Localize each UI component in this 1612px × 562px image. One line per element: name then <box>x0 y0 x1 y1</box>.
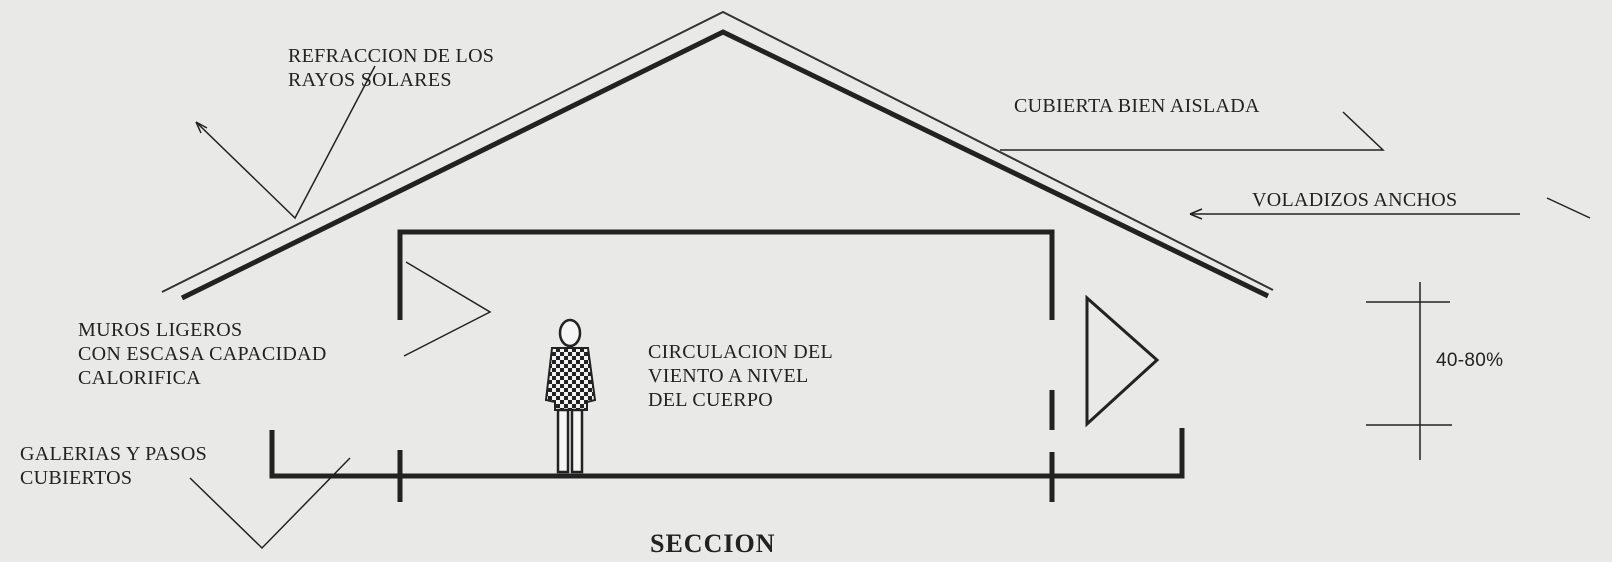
refraction-label-line1: REFRACCION DE LOS <box>288 45 495 67</box>
roof-label: CUBIERTA BIEN AISLADA <box>1014 95 1260 117</box>
wind-label-line3: DEL CUERPO <box>648 389 774 411</box>
roof <box>161 10 1274 301</box>
wind-triangle-icon <box>1085 294 1160 428</box>
walls-leader <box>403 261 492 357</box>
overhangs-label: VOLADIZOS ANCHOS <box>1252 189 1458 211</box>
human-figure-icon <box>544 318 597 474</box>
galleries-leader <box>189 457 351 550</box>
interior-walls <box>397 229 1055 430</box>
walls-label-line1: MUROS LIGEROS <box>78 319 243 341</box>
roof-leader <box>1000 111 1385 151</box>
wind-label-line1: CIRCULACION DEL <box>648 341 834 363</box>
galleries-label-line2: CUBIERTOS <box>20 467 133 489</box>
percentage-label: 40-80% <box>1436 350 1504 371</box>
walls-label-line2: CON ESCASA CAPACIDAD <box>78 343 327 365</box>
refraction-leader <box>195 65 376 220</box>
section-title: SECCION <box>650 529 776 558</box>
refraction-arrowhead <box>195 121 208 134</box>
floor <box>269 428 1185 502</box>
percentage-dimension <box>1366 282 1452 460</box>
refraction-label-line2: RAYOS SOLARES <box>288 69 452 91</box>
galleries-label-line1: GALERIAS Y PASOS <box>20 443 208 465</box>
overhang-leader <box>1190 197 1591 219</box>
walls-label-line3: CALORIFICA <box>78 367 202 389</box>
overhang-arrowhead <box>1189 208 1203 220</box>
wind-label-line2: VIENTO A NIVEL <box>648 365 809 387</box>
